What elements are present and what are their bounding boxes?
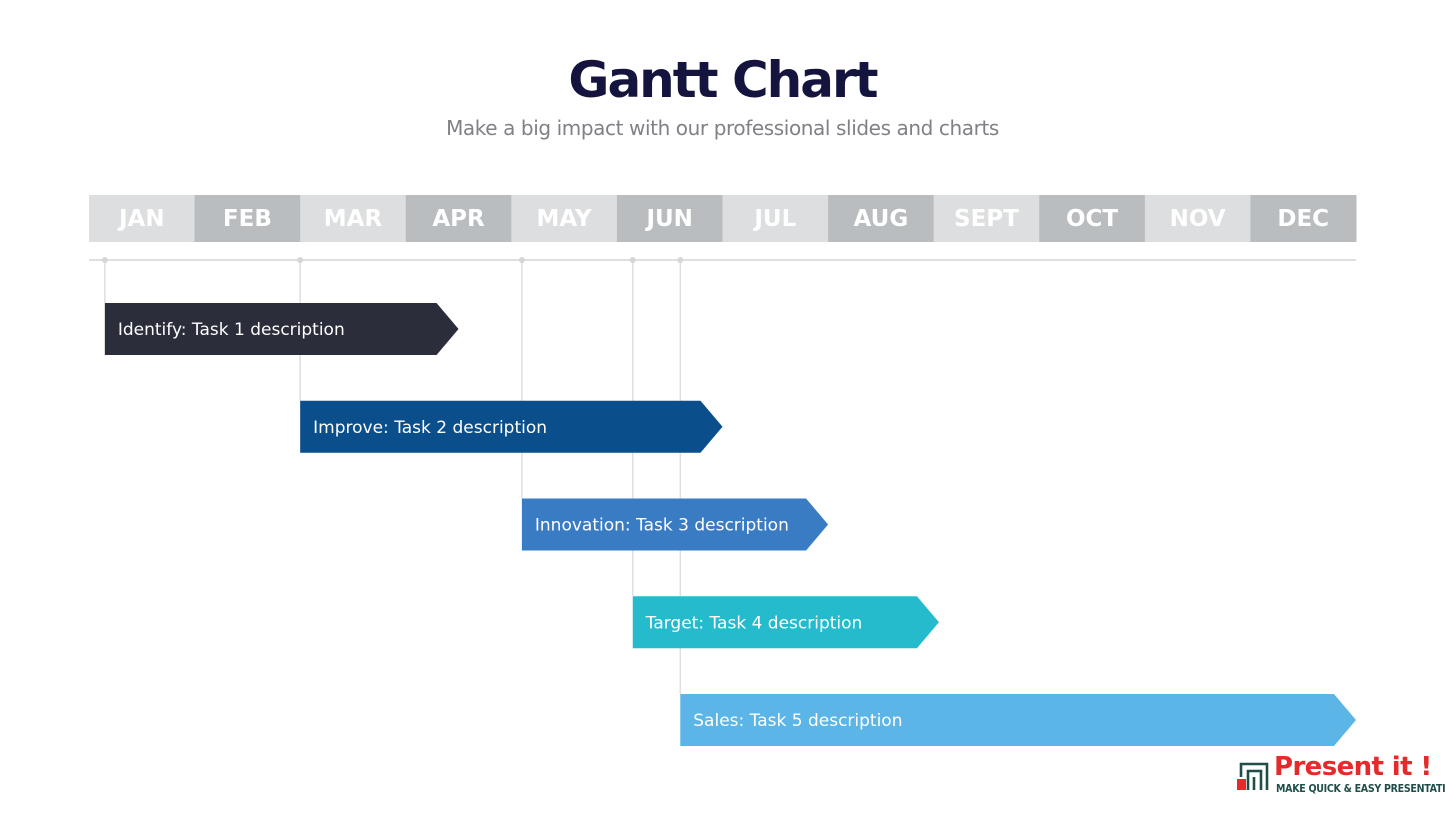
month-cell-jan xyxy=(89,195,196,242)
month-label-apr: APR xyxy=(432,206,485,232)
month-label-sept: SEPT xyxy=(954,206,1019,232)
month-cell-mar xyxy=(300,195,407,242)
chart-subtitle: Make a big impact with our professional … xyxy=(446,116,999,140)
month-label-feb: FEB xyxy=(223,206,272,232)
month-cell-apr xyxy=(405,195,512,242)
brand-logo: Present it ! MAKE QUICK & EASY PRESENTAT… xyxy=(1236,752,1445,800)
task-bar xyxy=(632,596,939,649)
month-cell-oct xyxy=(1039,195,1146,242)
task-bar xyxy=(680,694,1356,746)
task-label: Innovation: Task 3 description xyxy=(535,516,789,536)
task-bar xyxy=(104,303,459,355)
month-label-aug: AUG xyxy=(854,206,909,232)
task-bar xyxy=(300,400,723,453)
bar-chart-logo-icon xyxy=(1237,762,1269,790)
task-bar xyxy=(521,498,829,551)
logo-tagline: MAKE QUICK & EASY PRESENTATIONS xyxy=(1276,783,1445,796)
month-label-dec: DEC xyxy=(1277,206,1329,232)
month-cell-dec xyxy=(1250,195,1357,242)
month-header: JAN FEB MAR APR MAY JUN JUL AUG SEPT OCT NOV DEC xyxy=(89,195,1357,242)
month-label-mar: MAR xyxy=(324,206,383,232)
month-label-jan: JAN xyxy=(117,206,165,232)
task-label: Improve: Task 2 description xyxy=(313,418,547,438)
logo-name: Present it ! xyxy=(1274,752,1432,782)
task-label: Sales: Task 5 description xyxy=(693,711,902,731)
task-label: Target: Task 4 description xyxy=(645,613,863,633)
month-cell-feb xyxy=(194,195,301,242)
task-start-marker xyxy=(518,257,525,263)
chart-title: Gantt Chart xyxy=(568,51,878,109)
task-label: Identify: Task 1 description xyxy=(118,320,345,340)
month-cell-may xyxy=(511,195,618,242)
task-start-marker xyxy=(629,257,636,263)
task-start-marker xyxy=(297,257,304,263)
month-label-nov: NOV xyxy=(1170,206,1226,232)
month-cell-sept xyxy=(933,195,1040,242)
month-cell-aug xyxy=(828,195,935,242)
month-label-may: MAY xyxy=(537,206,592,232)
month-label-jun: JUN xyxy=(644,206,692,232)
month-label-oct: OCT xyxy=(1066,206,1118,232)
month-cell-jul xyxy=(722,195,829,242)
month-label-jul: JUL xyxy=(752,206,796,232)
month-cell-nov xyxy=(1144,195,1251,242)
task-start-marker xyxy=(677,257,684,263)
month-cell-jun xyxy=(616,195,723,242)
task-start-marker xyxy=(101,257,108,263)
